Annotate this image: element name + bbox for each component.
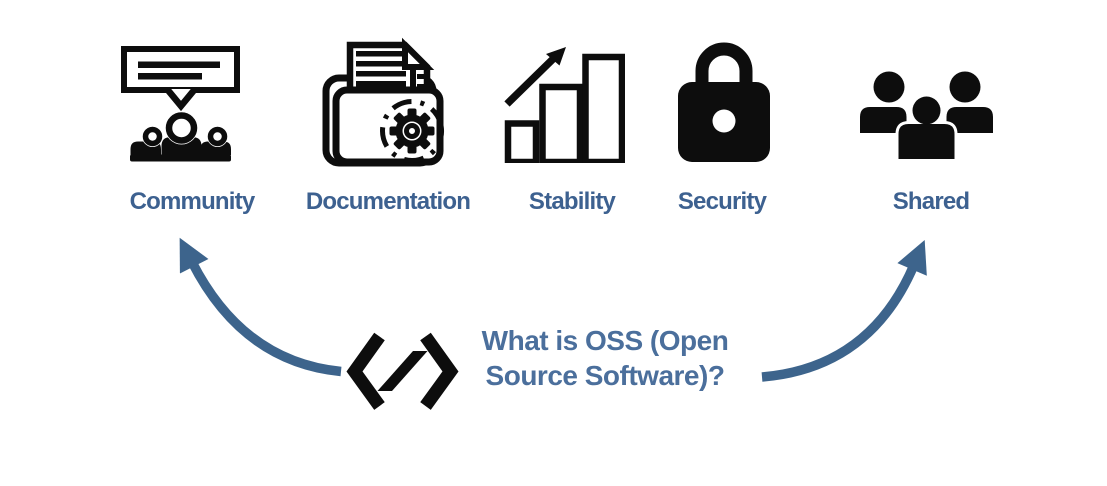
right-curved-arrow [761,239,927,382]
diagram-title: What is OSS (Open Source Software)? [450,323,760,393]
feature-label-community: Community [129,188,256,215]
people-group-icon [860,71,993,161]
feature-label-stability: Stability [528,188,616,215]
diagram-title-line1: What is OSS (Open [481,325,729,356]
diagram-title-line2: Source Software)? [485,360,725,391]
code-brackets-icon [346,332,459,410]
growth-bar-chart-icon [504,47,625,163]
feature-label-shared: Shared [892,188,970,215]
feature-label-security: Security [677,188,767,215]
speech-bubble-people-icon [121,46,240,162]
left-curved-arrow [179,237,342,377]
padlock-icon [678,42,770,162]
folder-document-gear-icon [322,37,444,167]
feature-label-documentation: Documentation [305,188,471,215]
